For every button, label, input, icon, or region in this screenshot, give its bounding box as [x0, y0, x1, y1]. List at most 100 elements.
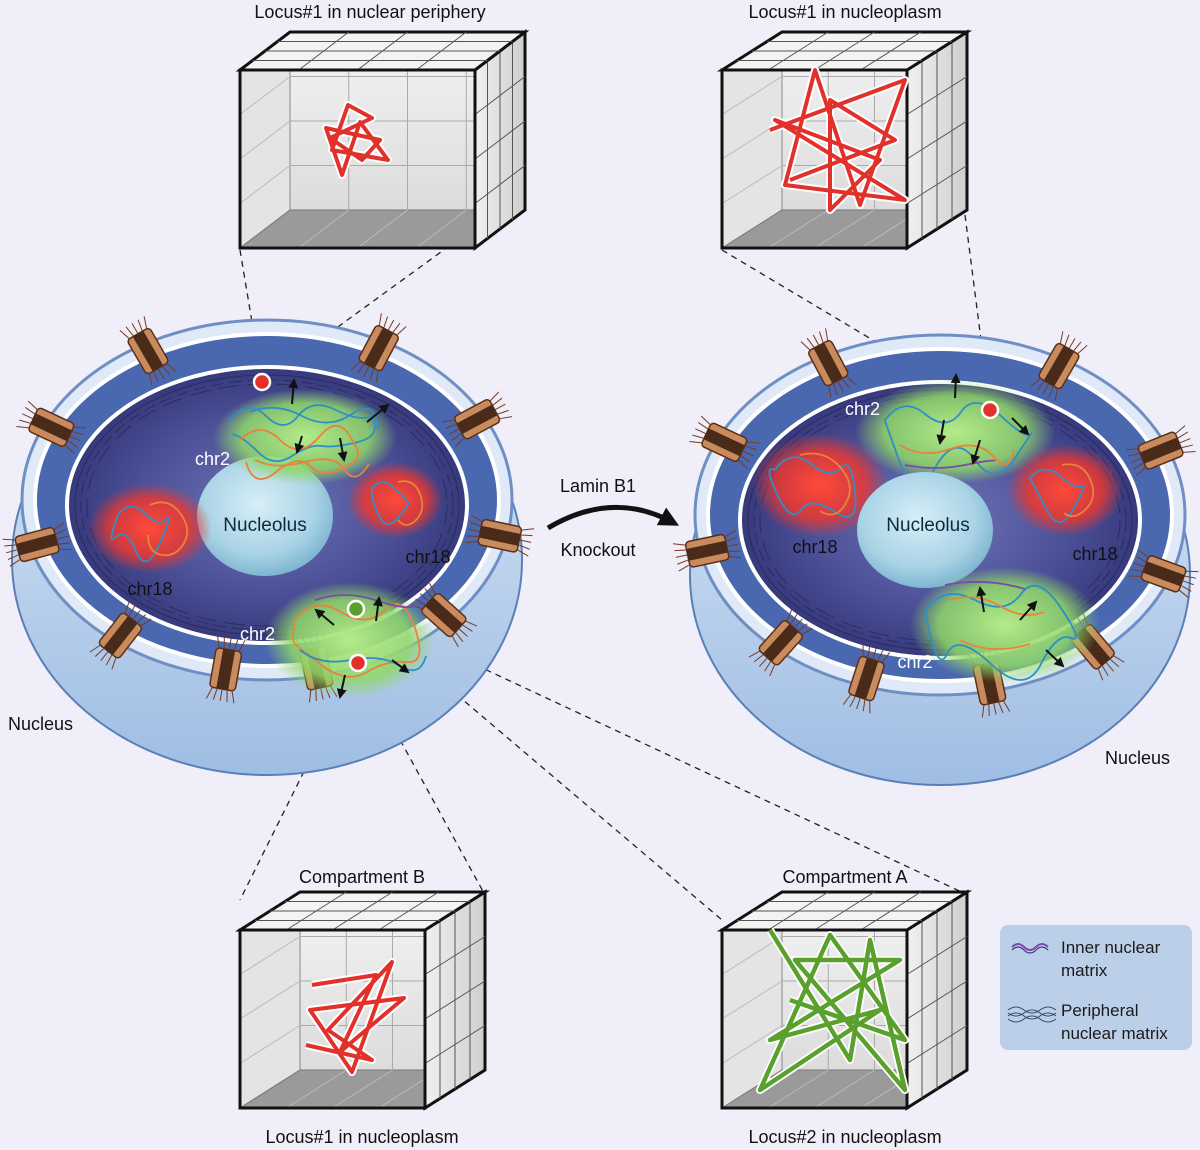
chromatin-fiber-chr18-right-right — [1029, 463, 1095, 523]
cube-grid-line — [239, 120, 291, 160]
legend-box — [1000, 925, 1192, 1050]
cube-grid-line — [424, 980, 486, 1020]
nuclear-pore-complex — [1128, 549, 1199, 599]
chr18-territory-left-right — [347, 462, 443, 538]
cube-grid-line — [239, 165, 291, 204]
chromatin-loop-locus1-decompact — [768, 66, 909, 214]
inner-nuclear-matrix-icon — [1011, 943, 1049, 951]
cube-front-edge — [238, 928, 427, 1110]
cube-top-left-title: Locus#1 in nuclear periphery — [254, 2, 485, 22]
peripheral-nuclear-matrix-icon — [1007, 1006, 1057, 1023]
cube-front-edge — [238, 68, 477, 250]
chr18-territory-right-right — [1007, 444, 1123, 536]
chromatin-loop-locus2-compartment-a — [756, 927, 909, 1094]
nuclear-pore-complex — [1125, 425, 1196, 476]
cube-grid-line — [332, 1069, 393, 1109]
chromatin-fiber-chr18-right-left — [768, 452, 857, 518]
cube-grid-line — [906, 120, 968, 160]
arrow-label-knockout: Knockout — [560, 540, 635, 560]
cube-grid-line — [424, 1025, 486, 1064]
chr2-top-left-label: chr2 — [195, 449, 230, 469]
nucleolus-left-label: Nucleolus — [223, 515, 306, 536]
cube-grid-line — [415, 209, 467, 249]
cube-grid-line — [721, 980, 783, 1020]
locus2-marker-left — [346, 599, 366, 619]
chromatin-fiber-chr18-left-left — [110, 501, 189, 563]
nucleus-right-label: Nucleus — [1105, 748, 1170, 768]
locus1-marker-periphery-left — [252, 372, 272, 392]
chr18-left-right-label: chr18 — [405, 547, 450, 567]
nuclear-pore-complex — [1030, 331, 1088, 401]
nuclear-pore-complex — [842, 643, 891, 714]
cube-grid-line — [285, 1069, 347, 1109]
chromatin-loop-locus1-compact — [322, 101, 392, 179]
cube-frame — [716, 889, 973, 1111]
cube-grid-line — [906, 980, 968, 1020]
locus1-marker-nucleoplasm-left — [348, 653, 368, 673]
cube-bottom-left: Compartment B Locus#1 in nucleoplasm — [234, 867, 491, 1147]
chromatin-fiber-chr18-left-right — [370, 480, 424, 526]
cube-grid-line — [378, 891, 440, 931]
nuclear-pore-complex — [205, 635, 246, 704]
nuclear-pore-complex — [89, 601, 152, 670]
nuclear-pore-complex — [672, 529, 742, 572]
cube-grid-line — [239, 936, 301, 975]
chr2-territory-bottom-left — [265, 582, 435, 698]
chr2-bottom-right-label: chr2 — [897, 652, 932, 672]
nuclear-pore-complex — [2, 522, 72, 567]
cube-grid-line — [474, 165, 526, 204]
cube-bottom-left-title: Compartment B — [299, 867, 425, 887]
legend-peripheral-line1: Peripheral — [1061, 1001, 1139, 1020]
cube-bottom-right: Compartment A Locus#2 in nucleoplasm — [716, 867, 973, 1147]
nuclear-pore-complex — [16, 400, 87, 454]
nuclear-pore-complex — [442, 391, 513, 447]
chr18-right-left-label: chr18 — [792, 537, 837, 557]
cube-grid-line — [474, 120, 526, 160]
cube-top-right-title: Locus#1 in nucleoplasm — [748, 2, 941, 22]
chromatin-motion-arrows-left — [288, 378, 410, 699]
locus1-marker-nucleoplasm-right — [980, 400, 1000, 420]
cube-bottom-left-caption: Locus#1 in nucleoplasm — [265, 1127, 458, 1147]
nuclear-pore-complex — [800, 328, 856, 399]
cube-grid-line — [239, 76, 291, 115]
cube-grid-line — [298, 209, 350, 249]
cube-front-edge — [720, 928, 909, 1110]
cube-bottom-right-title: Compartment A — [782, 867, 907, 887]
cube-grid-line — [767, 1069, 829, 1109]
chr18-right-right-label: chr18 — [1072, 544, 1117, 564]
chromatin-motion-arrows-right — [936, 373, 1065, 668]
nuclear-pore-complex — [689, 415, 760, 469]
lamin-b1-knockout-arrow: Lamin B1 Knockout — [546, 476, 680, 560]
chromatin-loop-locus1-compartment-b — [305, 958, 408, 1076]
nucleolus-right-label: Nucleolus — [886, 515, 969, 536]
cube-grid-line — [721, 936, 783, 975]
nucleus-left: Nucleolus chr2 chr18 chr18 — [2, 313, 535, 776]
legend-inner-line2: matrix — [1061, 961, 1108, 980]
legend: Inner nuclear matrix Peripheral nuclear … — [1000, 925, 1192, 1050]
nuclear-pore-complex — [351, 313, 407, 384]
cube-grid-line — [239, 980, 301, 1020]
nuclear-pore-complex — [465, 514, 535, 557]
chromatin-fiber-chr2-bottom-right — [924, 580, 1078, 681]
cube-frame — [716, 29, 973, 251]
cube-grid-line — [906, 1025, 968, 1064]
cube-grid-line — [860, 891, 922, 931]
cube-grid-line — [906, 165, 968, 204]
arrow-label-lamin-b1: Lamin B1 — [560, 476, 636, 496]
chromatin-fiber-chr2-top-left — [229, 404, 379, 480]
nuclear-pore-complex — [410, 583, 478, 648]
cube-grid-line — [814, 209, 875, 249]
legend-inner-line1: Inner nuclear — [1061, 938, 1161, 957]
cube-grid-line — [239, 1025, 301, 1064]
inner-nuclear-matrix-icon-shadow — [1011, 946, 1049, 954]
chr18-territory-left-left — [88, 483, 212, 573]
cube-top-left: Locus#1 in nuclear periphery — [235, 2, 530, 252]
cube-bottom-right-caption: Locus#2 in nucleoplasm — [748, 1127, 941, 1147]
nucleolus-left — [197, 456, 333, 576]
cube-grid-line — [721, 165, 783, 204]
cube-grid-line — [860, 31, 922, 71]
nucleus-right: chr18 chr2 Nucleolus chr18 chr2 — [672, 328, 1199, 786]
chr2-top-right-label: chr2 — [845, 399, 880, 419]
cube-grid-line — [814, 1069, 875, 1109]
